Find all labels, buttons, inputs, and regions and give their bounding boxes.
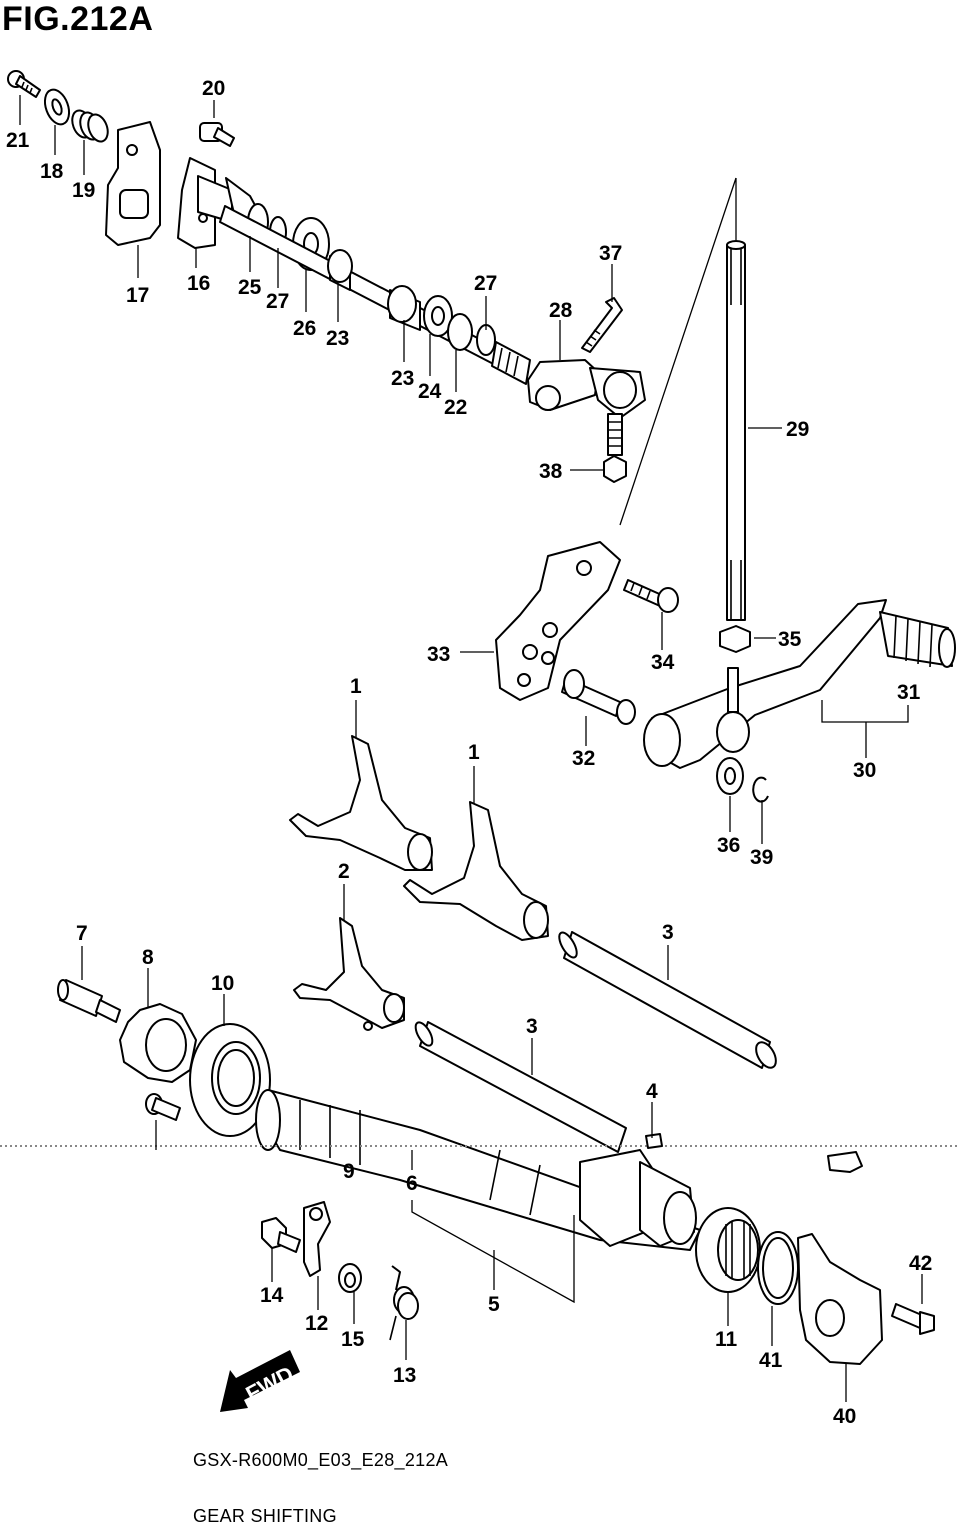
part-16-shift-arm [177,157,233,249]
part-2-shift-fork [293,917,405,1031]
callout-10: 10 [211,972,234,995]
callout-40: 40 [833,1405,856,1428]
callout-37: 37 [599,242,622,265]
callout-13: 13 [393,1364,416,1387]
part-12-stopper-lever [303,1201,331,1277]
callout-29: 29 [786,418,809,441]
callout-36: 36 [717,834,740,857]
diagram-code: GSX-R600M0_E03_E28_212A [193,1450,449,1470]
part-35-nut [719,625,751,653]
callout-28: 28 [549,299,573,322]
callout-32: 32 [572,747,595,770]
part-14-bolt [261,1217,301,1253]
callout-27a: 27 [266,290,289,313]
callout-18: 18 [40,160,64,183]
part-31-pedal-rubber [879,611,956,668]
part-23-bushing-b [387,285,421,331]
part-28-lever [527,359,646,419]
shaft-spline [491,341,531,385]
part-29-shift-rod [726,178,746,621]
diagram-name: GEAR SHIFTING [193,1506,337,1526]
callout-24: 24 [418,380,442,403]
part-24-oil-seal [423,295,453,337]
callout-39: 39 [750,846,773,869]
callout-23a: 23 [326,327,349,350]
edge-element [827,1151,863,1173]
part-1-shift-fork-b [403,801,549,941]
part-20-bolt [199,122,235,147]
callout-23b: 23 [391,367,414,390]
part-10-bearing [189,1023,271,1137]
callout-26: 26 [293,317,316,340]
reference-line [619,177,737,526]
part-8-cam-stopper [119,1003,197,1083]
part-37-bolt [581,297,623,353]
callout-4: 4 [646,1080,658,1103]
part-32-pivot-bolt [561,669,636,725]
part-39-clip [752,776,769,803]
callout-8: 8 [142,946,154,969]
callout-2: 2 [338,860,350,883]
part-21-screw [7,70,41,98]
callout-19: 19 [72,179,95,202]
callout-15: 15 [341,1328,365,1351]
part-40-sensor [797,1233,883,1365]
leader-lines [19,95,923,1402]
callout-16: 16 [187,272,210,295]
callout-3a: 3 [662,921,674,944]
callout-14: 14 [260,1284,284,1307]
callout-labels: 21 18 19 17 16 20 25 27 26 23 27 23 24 2… [6,77,932,1428]
part-33-bracket [495,541,621,701]
callout-12: 12 [305,1312,328,1335]
callout-35: 35 [778,628,802,651]
callout-1b: 1 [468,741,480,764]
part-42-bolt [891,1303,935,1335]
part-11-bearing [695,1207,761,1293]
callout-30: 30 [853,759,876,782]
part-30-shift-pedal [643,599,887,769]
callout-31: 31 [897,681,921,704]
callout-41: 41 [759,1349,783,1372]
callout-27b: 27 [474,272,497,295]
part-cam-bolt [145,1093,181,1121]
part-3-fork-shaft-a [558,931,777,1069]
part-23-bushing-a [327,249,353,291]
part-36-washer [716,757,744,795]
fwd-arrow: FWD [220,1350,300,1412]
part-19-spring [71,109,109,143]
part-1-shift-fork-a [289,735,433,871]
callout-11: 11 [715,1328,738,1351]
part-7-pin [57,979,121,1023]
part-3-fork-shaft-b [414,1021,627,1153]
callout-34: 34 [651,651,675,674]
callout-22: 22 [444,396,467,419]
part-38-nut [603,413,627,483]
figure-title: FIG.212A [2,0,154,38]
part-15-collar [338,1263,362,1293]
callout-7: 7 [76,922,88,945]
callout-6: 6 [406,1172,418,1195]
part-13-spring [389,1265,419,1341]
callout-33: 33 [427,643,450,666]
part-22-washer [447,313,473,351]
part-4-small [645,1133,663,1149]
callout-20: 20 [202,77,225,100]
part-5-cam-end [639,1161,697,1247]
callout-38: 38 [539,460,563,483]
part-17-plate [105,121,161,246]
callout-1a: 1 [350,675,362,698]
part-41-o-ring [757,1231,799,1305]
shift-shaft-assembly [7,70,646,483]
callout-5: 5 [488,1293,500,1316]
callout-25: 25 [238,276,262,299]
part-34-bolt [623,579,679,613]
part-18-washer [43,88,71,126]
callout-3b: 3 [526,1015,538,1038]
callout-9: 9 [343,1160,355,1183]
callout-21: 21 [6,129,30,152]
callout-17: 17 [126,284,149,307]
callout-42: 42 [909,1252,932,1275]
